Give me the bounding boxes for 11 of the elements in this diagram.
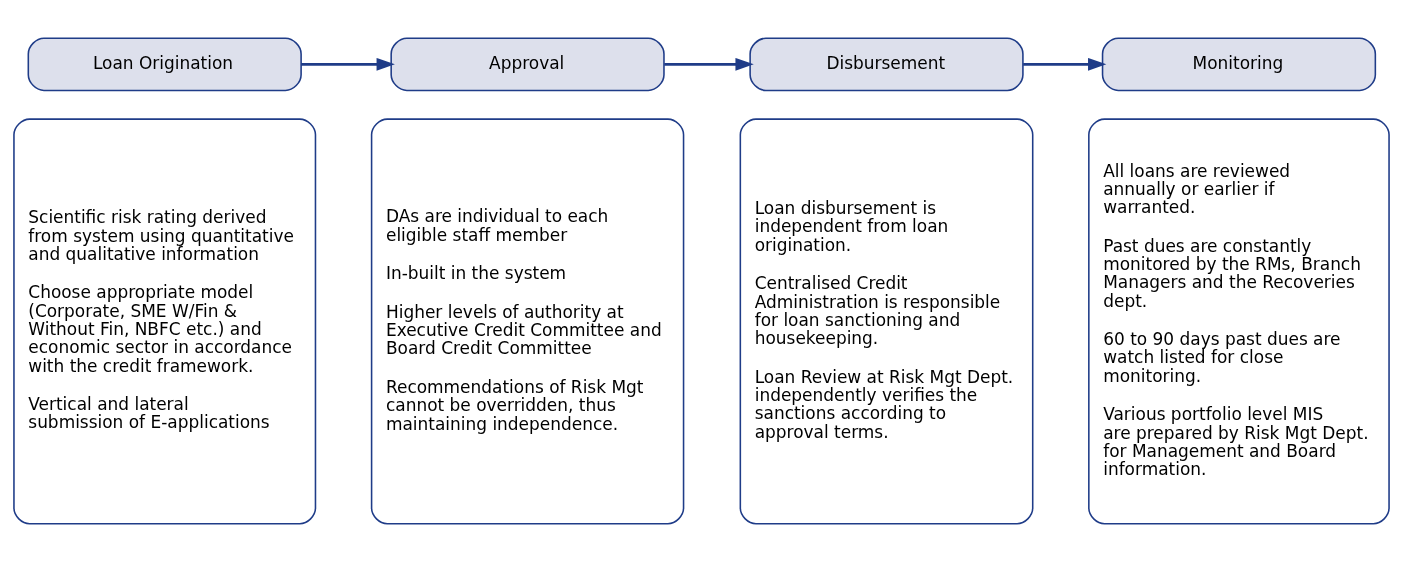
node-box: Scientific risk rating derived from system using quantitative and qualitative information Choose appropriate model (Corporate, SME W/Fin & Without Fin, NBFC etc.) and economic sector in accordance with the credit framework. Vertical and lateral submission of E-applications xyxy=(13,118,317,525)
node-box: Loan Origination xyxy=(27,37,302,92)
node-box: All loans are reviewed annually or earlier if warranted. Past dues are constantly monitored by the RMs, Branch Managers and the Recoveries dept. 60 to 90 days past dues are watch listed for close monitoring. Various portfolio level MIS are prepared by Risk Mgt Dept. for Management and Board information. xyxy=(1088,118,1390,525)
node-box: DAs are individual to each eligible staff member In-built in the system Higher levels of authority at Executive Credit Committee and Board Credit Committee Recommendations of Risk Mgt cannot be overridden, thus maintaining independence. xyxy=(370,118,685,525)
node-box: Monitoring xyxy=(1101,37,1377,92)
node-box: Loan disbursement is independent from loan origination. Centralised Credit Administration is responsible for loan sanctioning and housekeeping. Loan Review at Risk Mgt Dept. independently verifies the sanctions according to approval terms. xyxy=(739,118,1034,525)
node-box: Approval xyxy=(390,37,665,92)
arrow xyxy=(664,57,754,71)
arrow xyxy=(301,57,395,71)
node-box: Disbursement xyxy=(749,37,1024,92)
arrow xyxy=(1023,57,1107,71)
